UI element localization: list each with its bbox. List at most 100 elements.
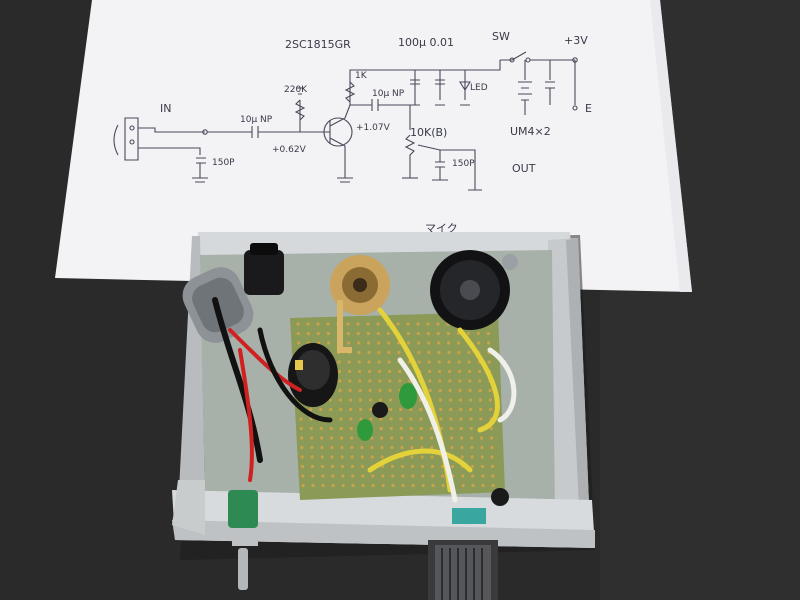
board-pad xyxy=(368,388,372,393)
board-pad xyxy=(439,407,443,412)
board-pad xyxy=(426,331,430,336)
wiring xyxy=(212,297,517,503)
board-pad xyxy=(419,426,423,431)
board-pad xyxy=(468,398,472,402)
board-pad xyxy=(348,388,352,393)
board-pad xyxy=(488,388,492,393)
board-pad xyxy=(339,426,343,431)
board-pad xyxy=(300,464,305,469)
label-e: E xyxy=(585,102,592,115)
board-pad xyxy=(410,455,414,459)
board-pad xyxy=(379,417,383,421)
board-pad xyxy=(437,369,442,374)
board-pad xyxy=(486,331,490,336)
board-pad xyxy=(367,350,371,355)
board-pad xyxy=(491,483,495,488)
board-pad xyxy=(406,331,410,336)
board-pad xyxy=(438,388,442,393)
board-pad xyxy=(489,407,493,412)
board-pad xyxy=(438,379,442,383)
board-pad xyxy=(457,369,462,374)
board-pad xyxy=(480,464,485,469)
board-pad xyxy=(398,379,402,383)
board-pad xyxy=(437,350,441,355)
green-capacitor-1 xyxy=(399,383,417,409)
board-pad xyxy=(348,379,352,383)
board-pad xyxy=(300,436,304,440)
board-pad xyxy=(397,350,401,355)
toggle-lever xyxy=(238,548,248,590)
board-pad xyxy=(320,455,324,459)
board-pad xyxy=(378,379,382,383)
board-pad xyxy=(349,407,353,412)
board-pad xyxy=(300,445,304,450)
board-pad xyxy=(346,331,350,336)
label-150p: 150P xyxy=(212,158,235,168)
board-pad xyxy=(390,445,394,450)
board-pad xyxy=(309,407,313,412)
board-pad xyxy=(378,398,382,402)
board-pad xyxy=(321,483,325,488)
board-pad xyxy=(441,483,445,488)
board-pad xyxy=(340,445,344,450)
board-pad xyxy=(377,350,381,355)
board-pad xyxy=(437,360,441,364)
label-battery: UM4×2 xyxy=(510,125,551,138)
board-pad xyxy=(487,341,491,345)
label-10u-np-input: 10μ NP xyxy=(240,115,273,125)
board-pad xyxy=(399,426,403,431)
board-pad xyxy=(471,483,475,488)
board-pad xyxy=(441,474,445,478)
board-pad xyxy=(427,369,432,374)
board-pad xyxy=(331,483,335,488)
board-pad xyxy=(448,398,452,402)
board-pad xyxy=(437,341,441,345)
board-pad xyxy=(357,350,361,355)
board-pad xyxy=(310,445,314,450)
board-pad xyxy=(431,474,435,478)
board-pad xyxy=(376,331,380,336)
board-pad xyxy=(377,341,381,345)
board-pad xyxy=(387,369,392,374)
board-pad xyxy=(389,417,393,421)
volume-knob xyxy=(428,540,498,600)
board-pad xyxy=(477,341,481,345)
board-pad xyxy=(438,398,442,402)
board-pad xyxy=(470,464,475,469)
board-pad xyxy=(367,360,371,364)
board-pad xyxy=(340,455,344,459)
board-pad xyxy=(349,426,353,431)
board-pad xyxy=(368,379,372,383)
board-pad xyxy=(386,331,390,336)
board-pad xyxy=(397,369,402,374)
board-pad xyxy=(330,436,334,440)
board-pad xyxy=(469,417,473,421)
board-pad xyxy=(391,474,395,478)
board-pad xyxy=(330,464,335,469)
board-pad xyxy=(381,483,385,488)
board-pad xyxy=(300,455,304,459)
board-pad xyxy=(430,436,434,440)
board-pad xyxy=(439,417,443,421)
board-pad xyxy=(331,474,335,478)
board-pad xyxy=(379,426,383,431)
board-pad xyxy=(458,388,462,393)
board-pad xyxy=(491,474,495,478)
board-pad xyxy=(457,350,461,355)
board-pad xyxy=(461,474,465,478)
board-pad xyxy=(411,474,415,478)
board-pad xyxy=(348,398,352,402)
board-pad xyxy=(490,436,494,440)
board-pad xyxy=(430,464,435,469)
board-pad xyxy=(301,474,305,478)
board-pad xyxy=(319,407,323,412)
board-pad xyxy=(420,445,424,450)
board-pad xyxy=(329,407,333,412)
board-pad xyxy=(371,474,375,478)
board-pad xyxy=(360,455,364,459)
board-pad xyxy=(320,436,324,440)
board-pad xyxy=(430,445,434,450)
board-pad xyxy=(449,426,453,431)
dc-jack xyxy=(244,250,284,295)
board-pad xyxy=(449,407,453,412)
